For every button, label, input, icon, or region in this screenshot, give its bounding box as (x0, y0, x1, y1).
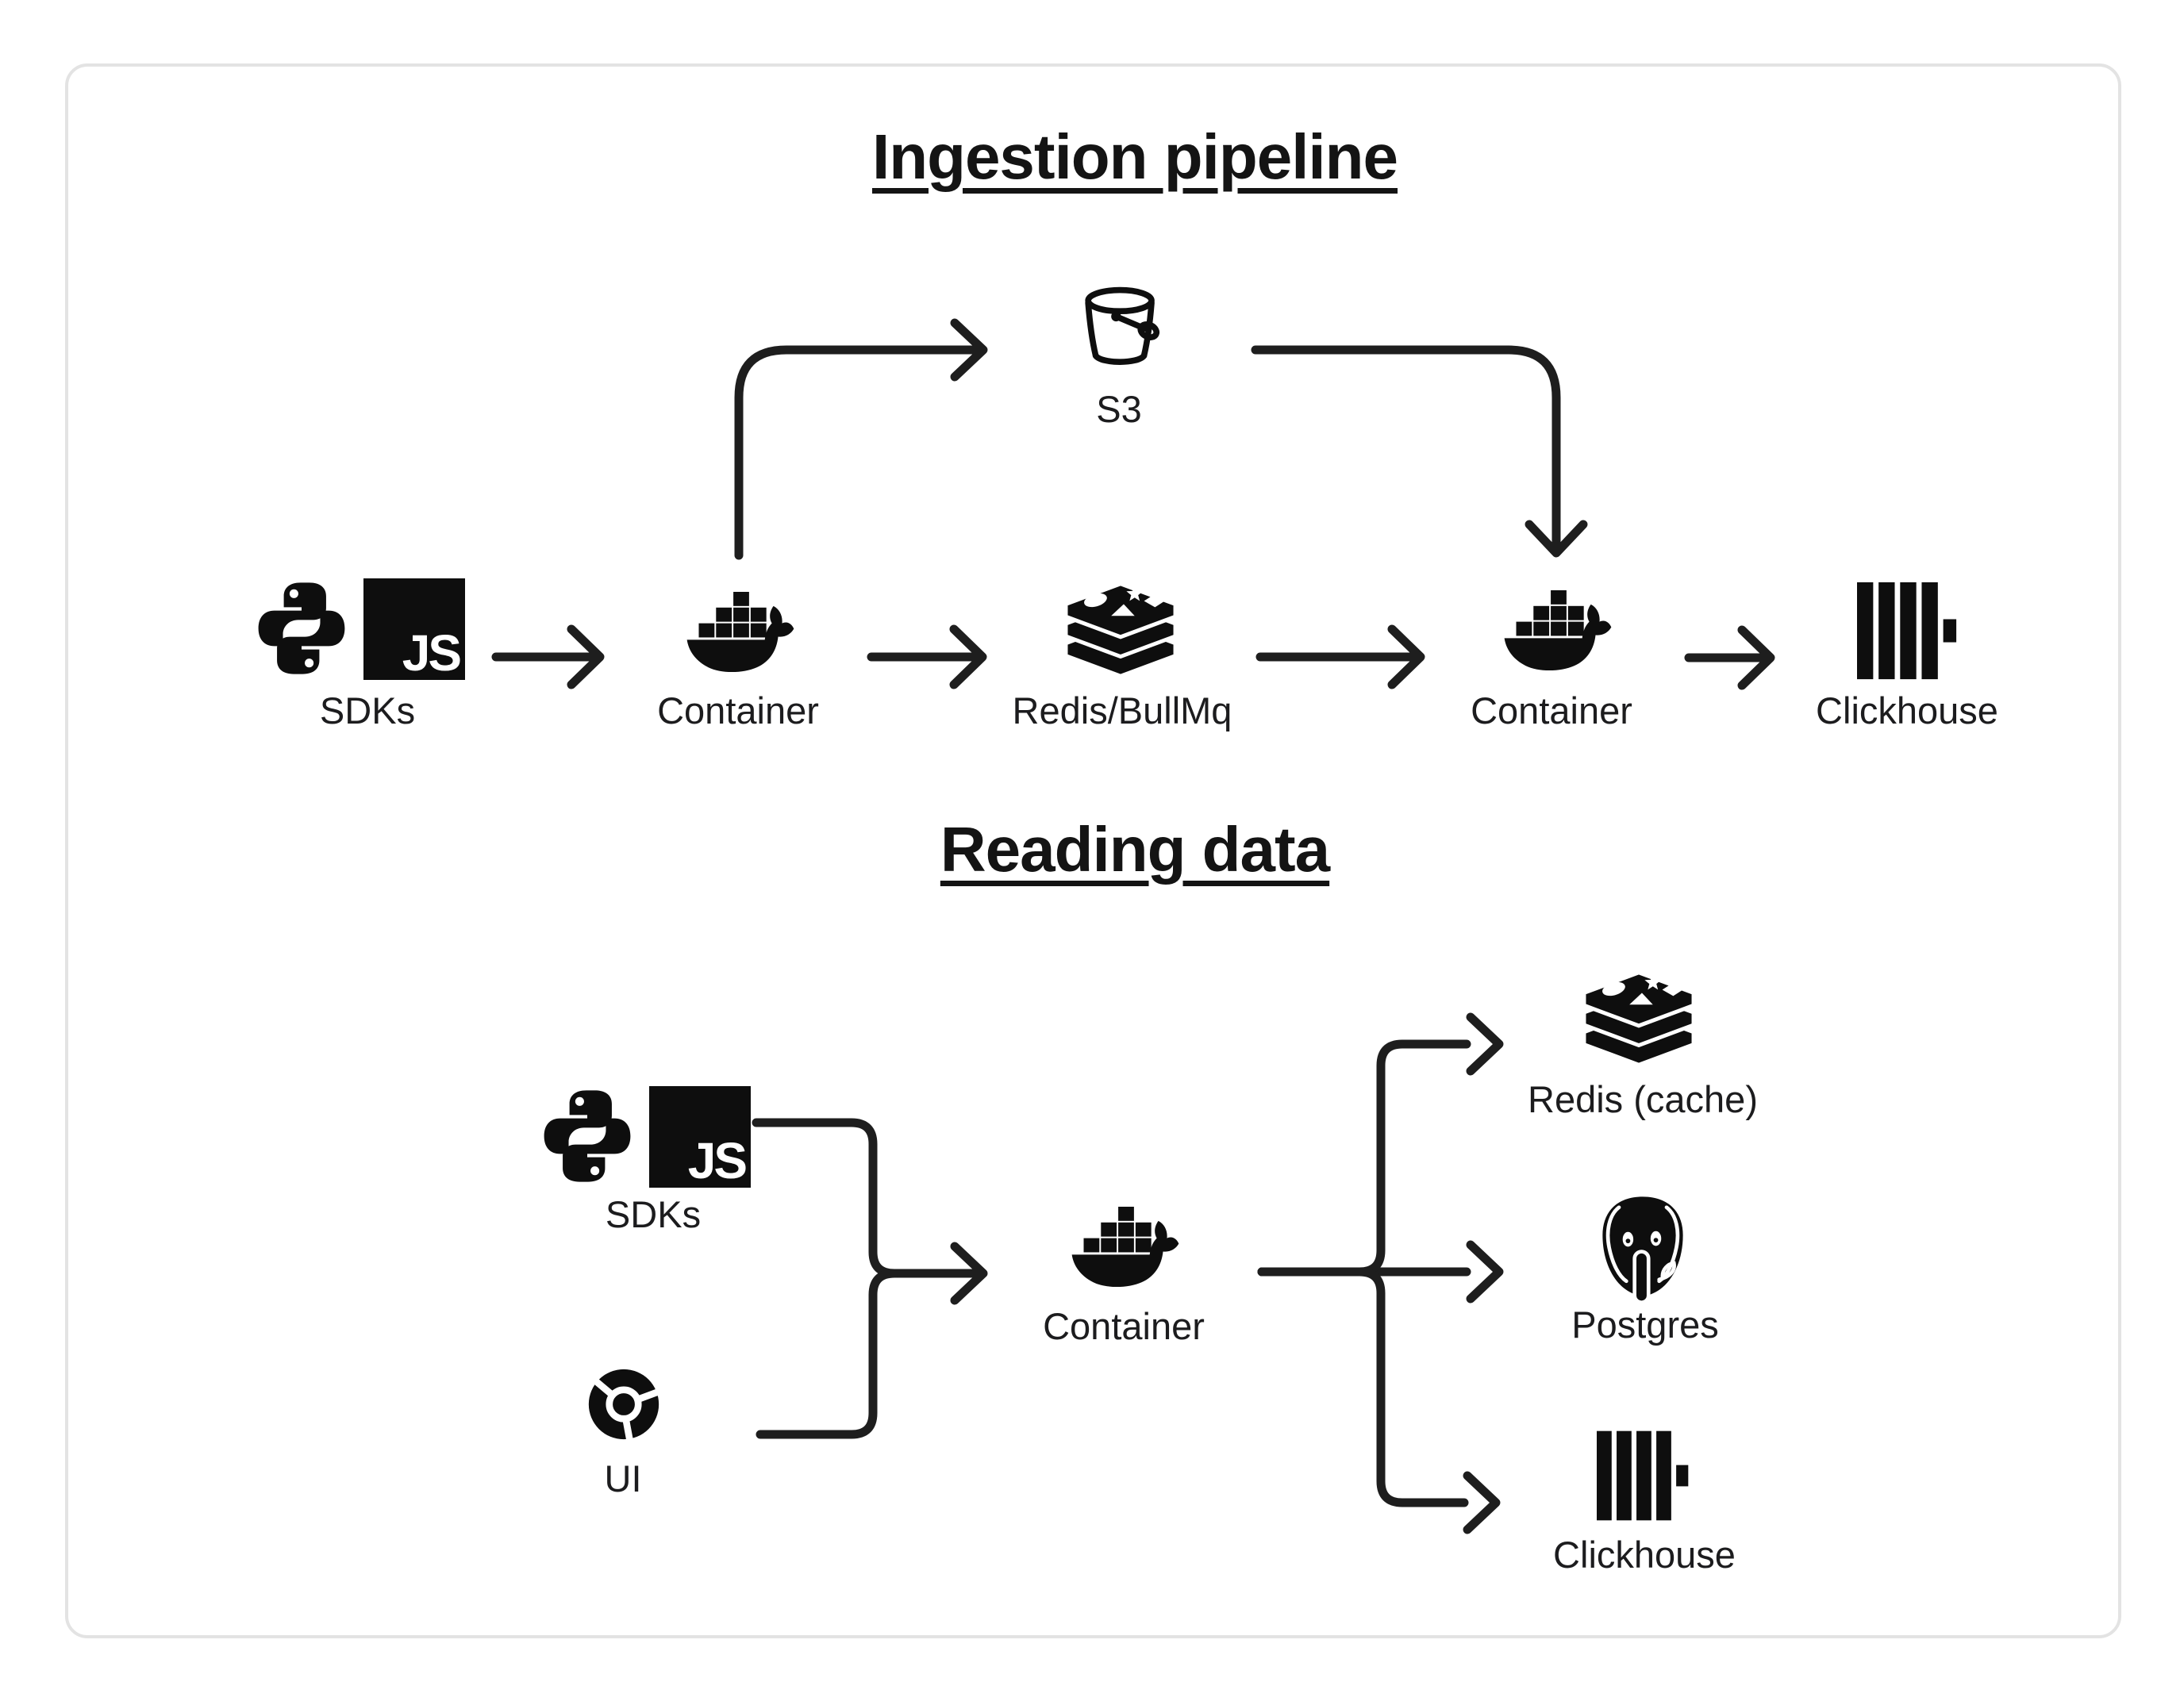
reading-clickhouse-label: Clickhouse (1553, 1534, 1736, 1576)
ingestion-container2-label: Container (1471, 689, 1632, 731)
redis-icon (1584, 972, 1694, 1066)
reading-section-title: Reading data (940, 814, 1330, 885)
reading-sdks-label: SDKs (605, 1193, 702, 1235)
redis-icon (1066, 583, 1175, 677)
reading-postgres-label: Postgres (1571, 1304, 1719, 1346)
reading-redis-cache-label: Redis (cache) (1528, 1078, 1758, 1120)
ingestion-section-title: Ingestion pipeline (871, 121, 1398, 192)
javascript-logo-icon: JS (649, 1086, 751, 1188)
chrome-browser-icon (586, 1366, 662, 1442)
ingestion-sdks-label: SDKs (319, 689, 416, 731)
s3-bucket-icon (1075, 280, 1167, 380)
ingestion-container1-label: Container (657, 689, 819, 731)
python-logo-icon (536, 1085, 638, 1187)
reading-ui-label: UI (604, 1457, 642, 1499)
docker-whale-icon (684, 592, 795, 674)
js-logo-text: JS (687, 1131, 748, 1189)
clickhouse-icon (1597, 1426, 1690, 1526)
javascript-logo-icon: JS (363, 578, 465, 680)
docker-whale-icon (1069, 1207, 1180, 1289)
postgres-elephant-icon (1594, 1194, 1692, 1305)
ingestion-s3-label: S3 (1096, 388, 1142, 430)
reading-container-label: Container (1043, 1305, 1205, 1347)
ingestion-redis-label: Redis/BullMq (1012, 689, 1232, 731)
clickhouse-icon (1857, 581, 1959, 681)
docker-whale-icon (1502, 590, 1613, 673)
ingestion-clickhouse-label: Clickhouse (1816, 689, 1998, 731)
js-logo-text: JS (402, 624, 462, 682)
python-logo-icon (251, 578, 352, 679)
